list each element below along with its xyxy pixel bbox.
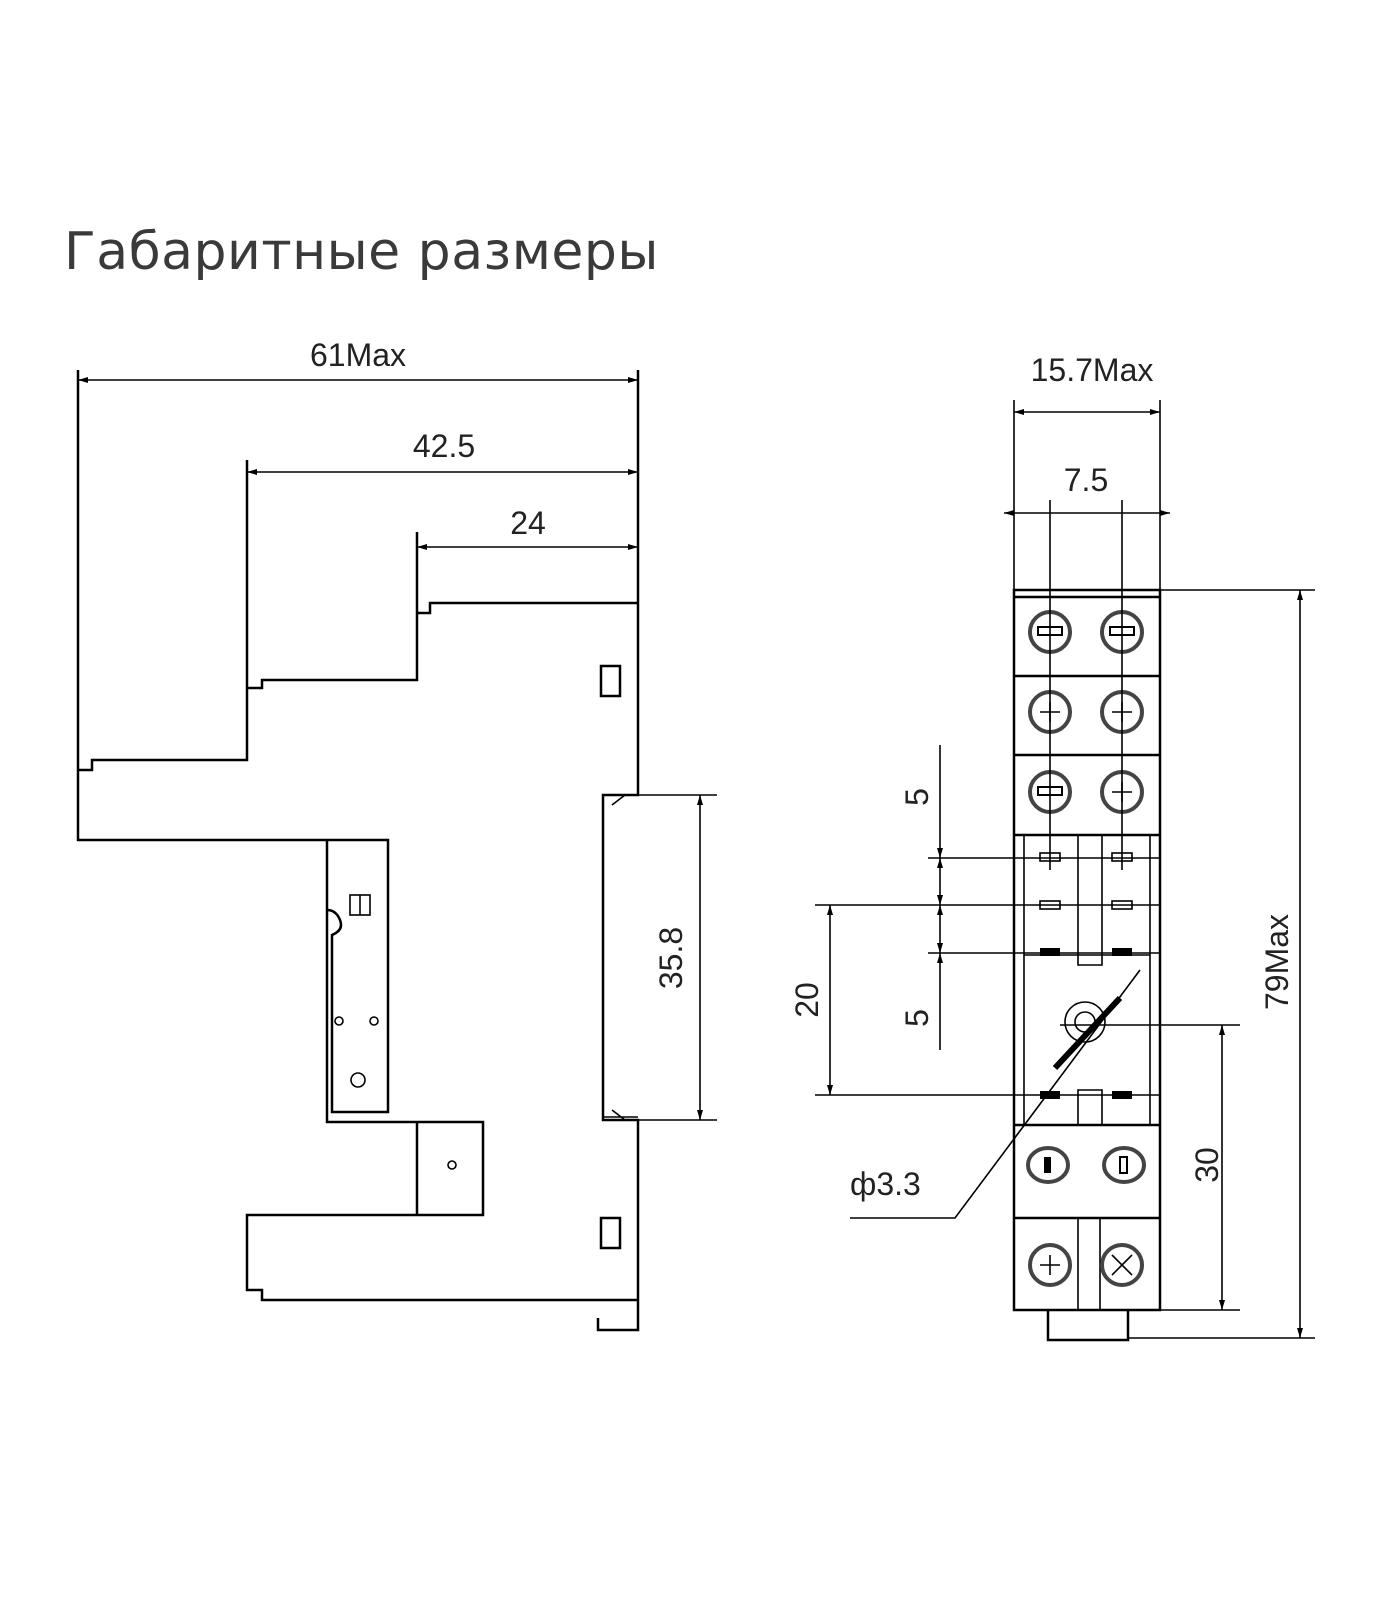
- front-view: 15.7Max 7.5 79Max 30 20 5 5 ф3.3: [789, 352, 1315, 1342]
- mounting-hole: [1064, 1001, 1106, 1043]
- module-dividers: [1014, 595, 1160, 1220]
- side-view: 61Max 42.5 24 35.8: [76, 337, 717, 1332]
- dim-top-width: 24: [510, 505, 546, 541]
- dim-pitch: 7.5: [1064, 462, 1108, 498]
- foot: [1046, 1310, 1130, 1342]
- rivet: [447, 1160, 457, 1170]
- dim-middle-width: 42.5: [413, 428, 475, 464]
- slot-lower: [599, 1216, 622, 1250]
- dim-30: 30: [1189, 1147, 1225, 1183]
- screw-icon: [1026, 1146, 1070, 1184]
- screw-icon: [1102, 1146, 1146, 1184]
- din-clip-detail: [603, 794, 638, 1121]
- dim-20: 20: [789, 982, 825, 1018]
- dim-height: 79Max: [1259, 914, 1295, 1010]
- side-outline: [76, 370, 640, 1332]
- front-outline: [1012, 588, 1162, 1312]
- dim-overall-width: 61Max: [310, 337, 406, 373]
- contacts: [1039, 852, 1133, 1099]
- screw-icon: [1100, 1243, 1144, 1287]
- screw-icon: [1028, 1243, 1072, 1287]
- dim-lower-5: 5: [899, 1009, 935, 1027]
- dim-upper-5: 5: [899, 788, 935, 806]
- slot-upper: [599, 664, 622, 698]
- rivet: [369, 1016, 379, 1026]
- rivet: [334, 1016, 344, 1026]
- page-title: Габаритные размеры: [64, 222, 659, 282]
- hole-leader: [850, 969, 1141, 1219]
- dim-hole: ф3.3: [850, 1166, 921, 1202]
- dim-width: 15.7Max: [1031, 352, 1154, 388]
- dim-din-height: 35.8: [653, 927, 689, 989]
- screw-icon: [350, 1072, 366, 1088]
